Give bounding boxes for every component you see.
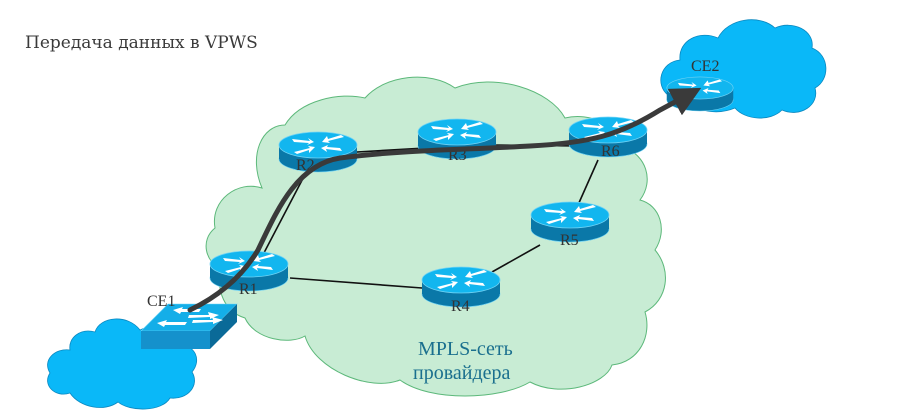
link-r4-r1 — [289, 277, 423, 289]
switch-ce1[interactable]: CE1 — [140, 293, 238, 349]
link-r6-r5 — [577, 159, 599, 206]
router-r1[interactable]: R1 — [209, 250, 289, 298]
router-ce2-label: CE2 — [691, 58, 719, 75]
router-r6[interactable]: R6 — [568, 116, 648, 160]
router-r4[interactable]: R4 — [421, 266, 501, 315]
mpls-label-line1: MPLS-сеть — [418, 338, 513, 360]
router-ce2[interactable]: CE2 — [666, 58, 734, 112]
router-r4-label: R4 — [451, 298, 470, 315]
switch-ce1-label: CE1 — [147, 293, 175, 310]
router-r5[interactable]: R5 — [530, 201, 610, 249]
mpls-label-line2: провайдера — [413, 362, 511, 384]
link-r5-r4 — [491, 244, 541, 273]
router-r6-label: R6 — [601, 143, 620, 160]
router-r5-label: R5 — [560, 232, 579, 249]
router-r1-label: R1 — [239, 281, 258, 298]
vpws-data-path — [187, 87, 702, 313]
diagram-title: Передача данных в VPWS — [25, 33, 258, 53]
